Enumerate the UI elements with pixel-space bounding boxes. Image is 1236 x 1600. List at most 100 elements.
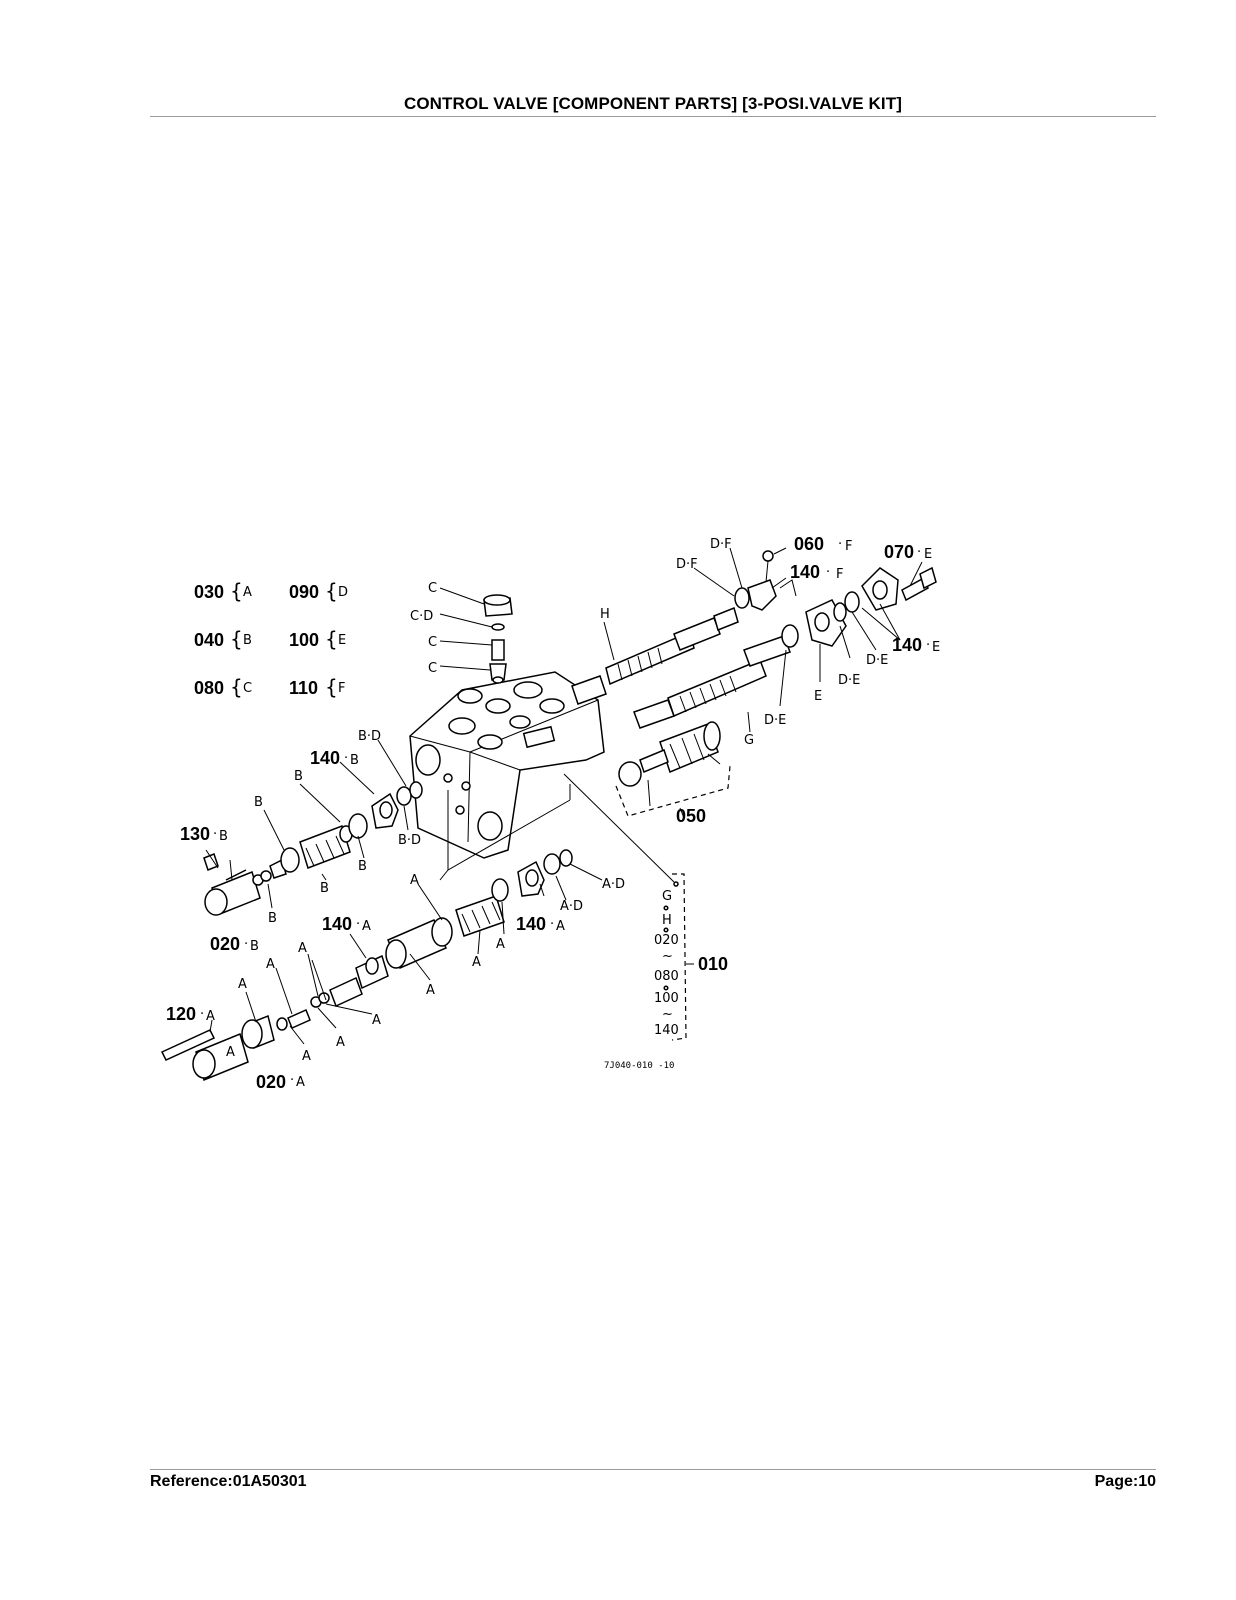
callout-050: 050 [676,806,706,826]
kit-item: 080 [654,969,679,984]
letter-c-1: C [428,581,437,596]
letter-de-2: D·E [838,673,860,688]
kit-item: ~ [662,1007,673,1022]
letter-a-3: A [472,955,481,970]
legend-brace: { [230,579,243,603]
letter-a-11: A [226,1045,235,1060]
letter-c-3: C [428,661,437,676]
kit-010-contents: G H 020 ~ 080 100 ~ 140 [654,889,679,1038]
callout-140-a-left: 140 [322,914,352,934]
letter-a-2: A [496,937,505,952]
letter-b-2: B [254,795,263,810]
callout-060: 060 [794,534,824,554]
legend-brace: { [230,627,243,651]
legend-letter-a: A [243,585,252,600]
kit-item: 020 [654,933,679,948]
letter-de-3: D·E [764,713,786,728]
callout-130-letter: B [219,829,228,844]
a-side-parts [160,849,603,1082]
lower-spool [633,561,937,733]
kit-item: 100 [654,991,679,1006]
header-rule [150,116,1156,117]
legend-letter-b: B [243,633,252,648]
callout-dot: · [213,827,217,842]
letter-b-5: B [268,911,277,926]
callout-020-b: 020 [210,934,240,954]
callout-140-f-letter: F [836,567,843,582]
figure-code: 7J040-010 -10 [604,1061,674,1071]
callout-140-f: 140 [790,562,820,582]
legend-code-030: 030 [194,582,224,602]
detent-assembly [615,721,731,819]
callout-dot: · [926,638,930,653]
callout-020-b-letter: B [250,939,259,954]
legend-code-090: 090 [289,582,319,602]
callout-dot: · [550,917,554,932]
callout-010: 010 [698,954,728,974]
footer-rule [150,1469,1156,1470]
callout-dot: · [356,917,360,932]
letter-annotations: D·F D·F H C C·D C C D·E D·E D·E E G B·D … [226,537,888,1064]
letter-g: G [744,733,754,748]
callout-dot: · [826,565,830,580]
callout-dot: · [200,1007,204,1022]
letter-bd-1: B·D [358,729,381,744]
letter-bd-2: B·D [398,833,421,848]
page-title: CONTROL VALVE [COMPONENT PARTS] [3-POSI.… [403,94,902,113]
letter-e: E [814,689,822,704]
callout-120: 120 [166,1004,196,1024]
legend-letter-e: E [338,633,346,648]
letter-a-1: A [410,873,419,888]
letter-df-1: D·F [710,537,732,552]
kit-item: H [662,913,672,928]
footer-page-number: Page:10 [1094,1473,1156,1490]
upper-spool [571,547,797,705]
legend-code-080: 080 [194,678,224,698]
kit-item: ~ [662,949,673,964]
legend-letter-f: F [338,681,345,696]
legend: 030 { A 040 { B 080 { C 090 { D 100 { E … [194,579,348,699]
callout-140-b: 140 [310,748,340,768]
letter-a-9: A [336,1035,345,1050]
letter-a-7: A [238,977,247,992]
letter-a-6: A [266,957,275,972]
legend-code-100: 100 [289,630,319,650]
letter-a-4: A [426,983,435,998]
callout-120-letter: A [206,1009,215,1024]
letter-a-8: A [372,1013,381,1028]
callout-060-letter: F [845,539,852,554]
callout-140-e-letter: E [932,640,940,655]
callout-020-a-letter: A [296,1075,305,1090]
callout-020-a: 020 [256,1072,286,1092]
callout-070-letter: E [924,547,932,562]
callout-060-suffix: · [838,537,842,552]
legend-letter-d: D [338,585,348,600]
legend-brace: { [325,675,338,699]
letter-cd: C·D [410,609,433,624]
legend-brace: { [325,579,338,603]
letter-b-1: B [294,769,303,784]
legend-brace: { [325,627,338,651]
kit-item: 140 [654,1023,679,1038]
legend-brace: { [230,675,243,699]
kit-item: G [662,889,672,904]
callout-dot: · [344,751,348,766]
callout-numbers: 060 · F 070 · E 140 · F 140 · E 140 · B … [166,534,940,1092]
letter-h: H [600,607,610,622]
callout-dot: · [290,1073,294,1088]
letter-df-2: D·F [676,557,698,572]
b-side-parts [203,739,423,916]
letter-c-2: C [428,635,437,650]
letter-ad-2: A·D [560,899,583,914]
callout-070: 070 [884,542,914,562]
letter-a-5: A [298,941,307,956]
footer-reference: Reference:01A50301 [150,1473,307,1490]
legend-code-110: 110 [289,678,318,698]
callout-dot: · [917,545,921,560]
callout-140-a-right: 140 [516,914,546,934]
callout-dot: · [244,937,248,952]
legend-code-040: 040 [194,630,224,650]
letter-a-10: A [302,1049,311,1064]
letter-ad-1: A·D [602,877,625,892]
